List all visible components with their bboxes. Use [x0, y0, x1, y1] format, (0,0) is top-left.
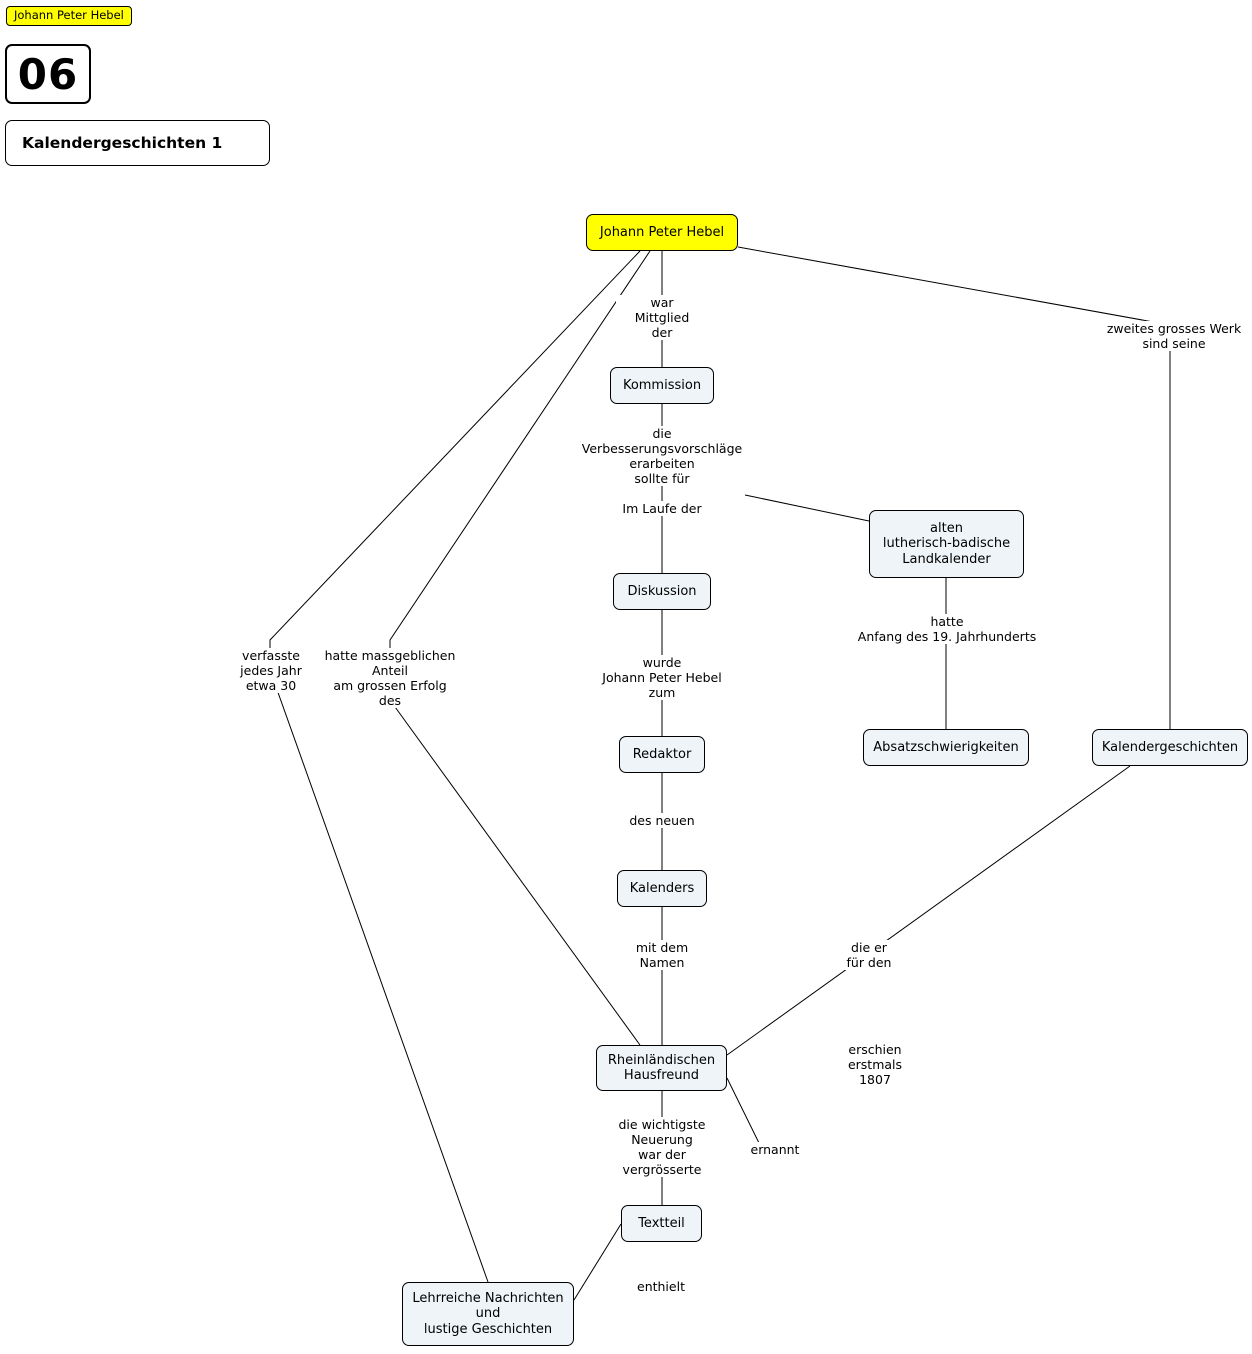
- edge-hebel-to-kalgesch: [737, 246, 1171, 729]
- edge-kalgesch-to-rhein: [726, 765, 1131, 1056]
- edge-rhein-to-ernannt: [726, 1077, 761, 1146]
- edge-label: enthielt: [633, 1279, 689, 1294]
- topic-tag[interactable]: Johann Peter Hebel: [6, 6, 132, 26]
- node-absatz[interactable]: Absatzschwierigkeiten: [863, 729, 1029, 766]
- edge-label: die wichtigste Neuerung war der vergröss…: [611, 1117, 713, 1177]
- edge-label: zweites grosses Werk sind seine: [1103, 321, 1245, 351]
- chapter-number-box: 06: [5, 44, 91, 104]
- edge-label: des neuen: [623, 813, 701, 828]
- node-text[interactable]: Textteil: [621, 1205, 702, 1242]
- node-hebel[interactable]: Johann Peter Hebel: [586, 214, 738, 251]
- node-lehr[interactable]: Lehrreiche Nachrichten und lustige Gesch…: [402, 1282, 574, 1346]
- edge-label: hatte massgeblichen Anteil am grossen Er…: [323, 648, 457, 708]
- node-kalgesch[interactable]: Kalendergeschichten: [1092, 729, 1248, 766]
- edge-komm-to-alten: [744, 494, 870, 522]
- edge-label: mit dem Namen: [623, 940, 701, 970]
- edge-label: die Verbesserungsvorschläge erarbeiten s…: [575, 426, 749, 486]
- edge-label: war Mittglied der: [616, 295, 708, 340]
- edge-text-to-lehr: [573, 1223, 622, 1301]
- edge-label: wurde Johann Peter Hebel zum: [593, 655, 731, 700]
- edge-hebel-to-lehr: [269, 250, 641, 1283]
- node-komm[interactable]: Kommission: [610, 367, 714, 404]
- page-title-box: Kalendergeschichten 1: [5, 120, 270, 166]
- node-alten[interactable]: alten lutherisch-badische Landkalender: [869, 510, 1024, 578]
- edge-label: erschien erstmals 1807: [839, 1042, 911, 1087]
- node-rhein[interactable]: Rheinländischen Hausfreund: [596, 1045, 727, 1091]
- node-redak[interactable]: Redaktor: [619, 736, 705, 773]
- edge-label: ernannt: [746, 1142, 804, 1157]
- edge-label: die er für den: [838, 940, 900, 970]
- edge-label: verfasste jedes Jahr etwa 30: [230, 648, 312, 693]
- node-kal[interactable]: Kalenders: [617, 870, 707, 907]
- edge-label: hatte Anfang des 19. Jahrhunderts: [853, 614, 1041, 644]
- edge-label: Im Laufe der: [615, 501, 709, 516]
- node-disk[interactable]: Diskussion: [613, 573, 711, 610]
